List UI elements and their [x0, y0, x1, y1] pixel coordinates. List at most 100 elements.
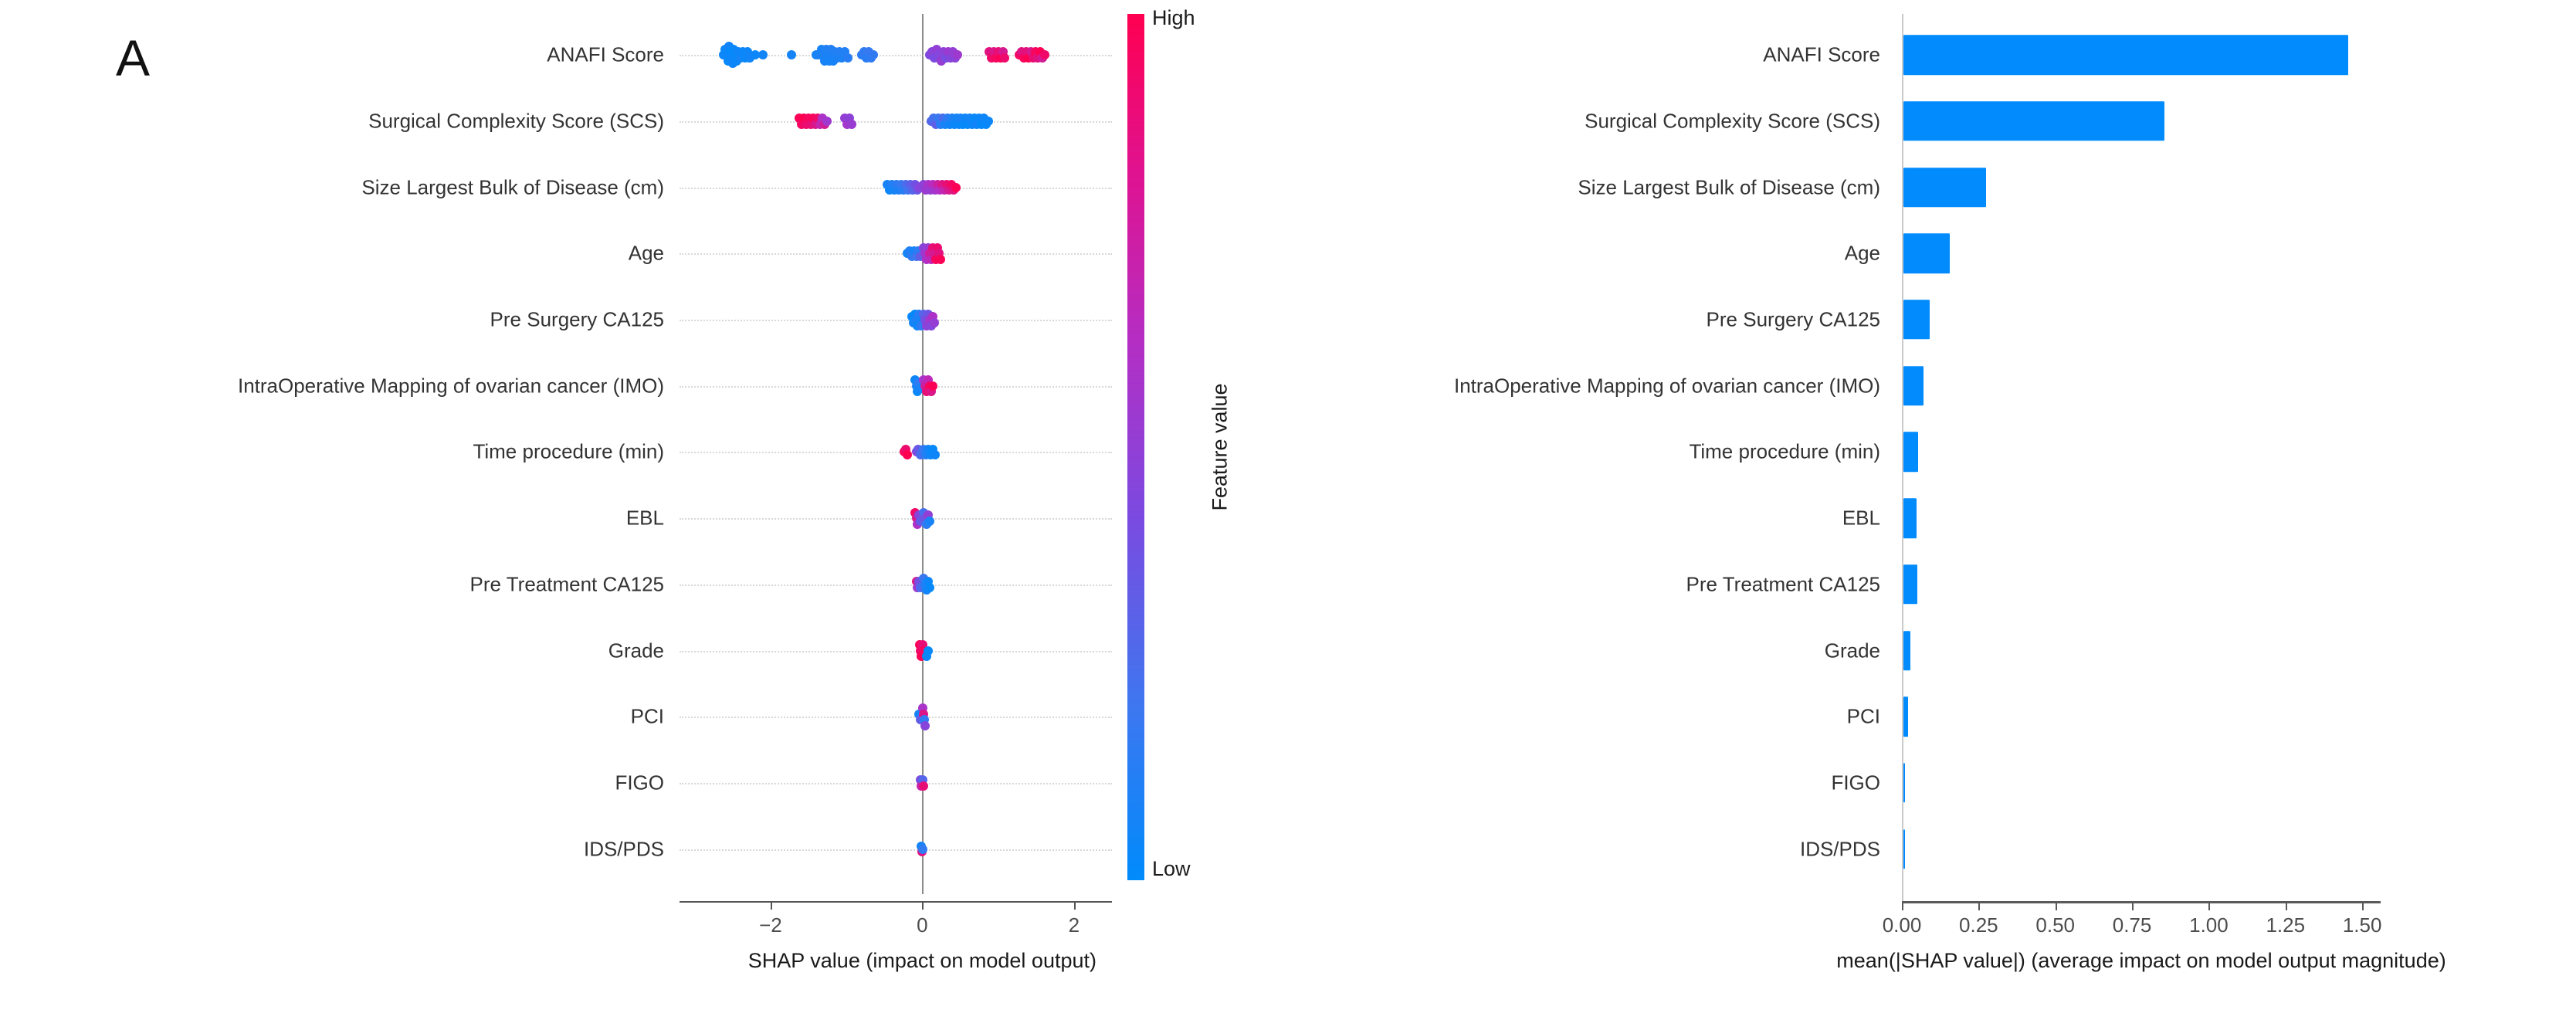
feature-label-pre-treatment-ca125: Pre Treatment CA125	[469, 572, 664, 596]
beeswarm-dot	[925, 582, 935, 592]
beeswarm-dot	[925, 516, 935, 526]
beeswarm-dot	[1000, 53, 1010, 63]
beeswarm-dot	[918, 844, 928, 854]
beeswarm-dot	[1039, 50, 1049, 60]
bar-intraoperative-mapping-of-ovarian-cancer-imo	[1903, 365, 1924, 406]
bar-label-intraoperative-mapping-of-ovarian-cancer-imo: IntraOperative Mapping of ovarian cancer…	[1453, 374, 1880, 398]
feature-label-pci: PCI	[630, 704, 664, 728]
x-tick-label: −2	[759, 913, 782, 937]
bar-label-pre-surgery-ca125: Pre Surgery CA125	[1706, 307, 1880, 331]
x-tick	[922, 902, 924, 910]
x-tick	[2362, 903, 2364, 910]
feature-label-grade: Grade	[608, 639, 664, 662]
beeswarm-dot	[935, 254, 945, 264]
gridline	[680, 385, 1112, 388]
feature-label-pre-surgery-ca125: Pre Surgery CA125	[490, 307, 664, 331]
x-tick-label: 0.75	[2112, 913, 2152, 937]
bar-figo	[1903, 763, 1906, 803]
bar-label-surgical-complexity-score-scs: Surgical Complexity Score (SCS)	[1585, 109, 1880, 133]
x-tick-label: 1.00	[2189, 913, 2229, 937]
feature-label-figo: FIGO	[615, 771, 664, 795]
beeswarm-dot	[920, 720, 930, 730]
panel-b-x-axis	[1902, 900, 2381, 903]
gridline	[680, 584, 1112, 586]
panel-b-x-axis-title: mean(|SHAP value|) (average impact on mo…	[1836, 948, 2446, 972]
feature-label-ebl: EBL	[625, 506, 664, 530]
bar-label-time-procedure-min: Time procedure (min)	[1689, 439, 1880, 463]
beeswarm-dot	[868, 50, 878, 60]
beeswarm-dot	[924, 646, 934, 656]
x-tick	[1073, 902, 1076, 910]
feature-label-age: Age	[628, 241, 664, 265]
beeswarm-row-pre-surgery-ca125	[680, 277, 1112, 362]
beeswarm-row-ebl	[680, 476, 1112, 561]
colorbar-low-label: Low	[1152, 857, 1191, 880]
beeswarm-row-figo	[680, 740, 1112, 825]
bar-label-figo: FIGO	[1831, 771, 1880, 795]
x-tick	[1902, 903, 1903, 910]
panel-a-x-axis-title: SHAP value (impact on model output)	[747, 948, 1096, 972]
gridline	[680, 518, 1112, 520]
bar-pre-surgery-ca125	[1903, 300, 1930, 340]
panel-b-plot-area	[1902, 14, 2381, 910]
beeswarm-row-intraoperative-mapping-of-ovarian-cancer-imo	[680, 344, 1112, 429]
beeswarm-row-time-procedure-min	[680, 409, 1112, 494]
x-tick-label: 1.50	[2342, 913, 2382, 937]
panel-a-x-axis	[680, 900, 1112, 903]
bar-label-size-largest-bulk-of-disease-cm: Size Largest Bulk of Disease (cm)	[1578, 175, 1880, 199]
gridline	[680, 253, 1112, 256]
beeswarm-dot	[902, 450, 912, 460]
feature-value-colorbar	[1127, 14, 1144, 880]
beeswarm-dot	[930, 450, 941, 460]
feature-label-size-largest-bulk-of-disease-cm: Size Largest Bulk of Disease (cm)	[361, 175, 664, 199]
bar-label-ebl: EBL	[1842, 506, 1880, 530]
gridline	[680, 717, 1112, 719]
beeswarm-dot	[822, 116, 832, 126]
feature-label-intraoperative-mapping-of-ovarian-cancer-imo: IntraOperative Mapping of ovarian cancer…	[237, 374, 664, 398]
bar-age	[1903, 233, 1950, 273]
feature-label-surgical-complexity-score-scs: Surgical Complexity Score (SCS)	[368, 109, 664, 133]
beeswarm-row-pre-treatment-ca125	[680, 542, 1112, 627]
beeswarm-dot	[843, 53, 853, 63]
x-tick-label: 0.50	[2035, 913, 2076, 937]
beeswarm-row-surgical-complexity-score-scs	[680, 79, 1112, 164]
gridline	[680, 320, 1112, 321]
x-tick-label: 0.00	[1882, 913, 1922, 937]
beeswarm-dot	[952, 50, 962, 60]
x-tick	[1978, 903, 1981, 910]
x-tick-label: 0.25	[1959, 913, 1998, 937]
x-tick-label: 2	[1068, 913, 1080, 937]
feature-label-ids-pds: IDS/PDS	[583, 837, 664, 861]
beeswarm-row-size-largest-bulk-of-disease-cm	[680, 145, 1112, 230]
gridline	[680, 452, 1112, 454]
bar-pre-treatment-ca125	[1903, 564, 1917, 605]
gridline	[680, 650, 1112, 652]
bar-label-age: Age	[1844, 241, 1880, 265]
gridline	[680, 783, 1112, 784]
beeswarm-dot	[751, 50, 761, 60]
x-tick	[2208, 903, 2211, 910]
beeswarm-dot	[787, 50, 797, 60]
panel-b-y-axis-line	[1902, 14, 1903, 901]
panel-a-label: A	[116, 29, 151, 86]
beeswarm-dot	[758, 50, 768, 60]
beeswarm-row-ids-pds	[680, 807, 1112, 892]
x-tick-label: 1.25	[2266, 913, 2306, 937]
x-tick	[2132, 903, 2134, 910]
x-tick-label: 0	[917, 913, 928, 937]
gridline	[680, 849, 1112, 851]
beeswarm-dot	[951, 182, 961, 192]
bar-ids-pds	[1903, 829, 1905, 869]
feature-label-anafi-score: ANAFI Score	[547, 42, 664, 66]
beeswarm-dot	[928, 381, 938, 391]
feature-label-time-procedure-min: Time procedure (min)	[473, 439, 664, 463]
x-tick	[2055, 903, 2057, 910]
beeswarm-dot	[930, 317, 940, 327]
beeswarm-dot	[919, 781, 929, 791]
beeswarm-row-pci	[680, 674, 1112, 759]
